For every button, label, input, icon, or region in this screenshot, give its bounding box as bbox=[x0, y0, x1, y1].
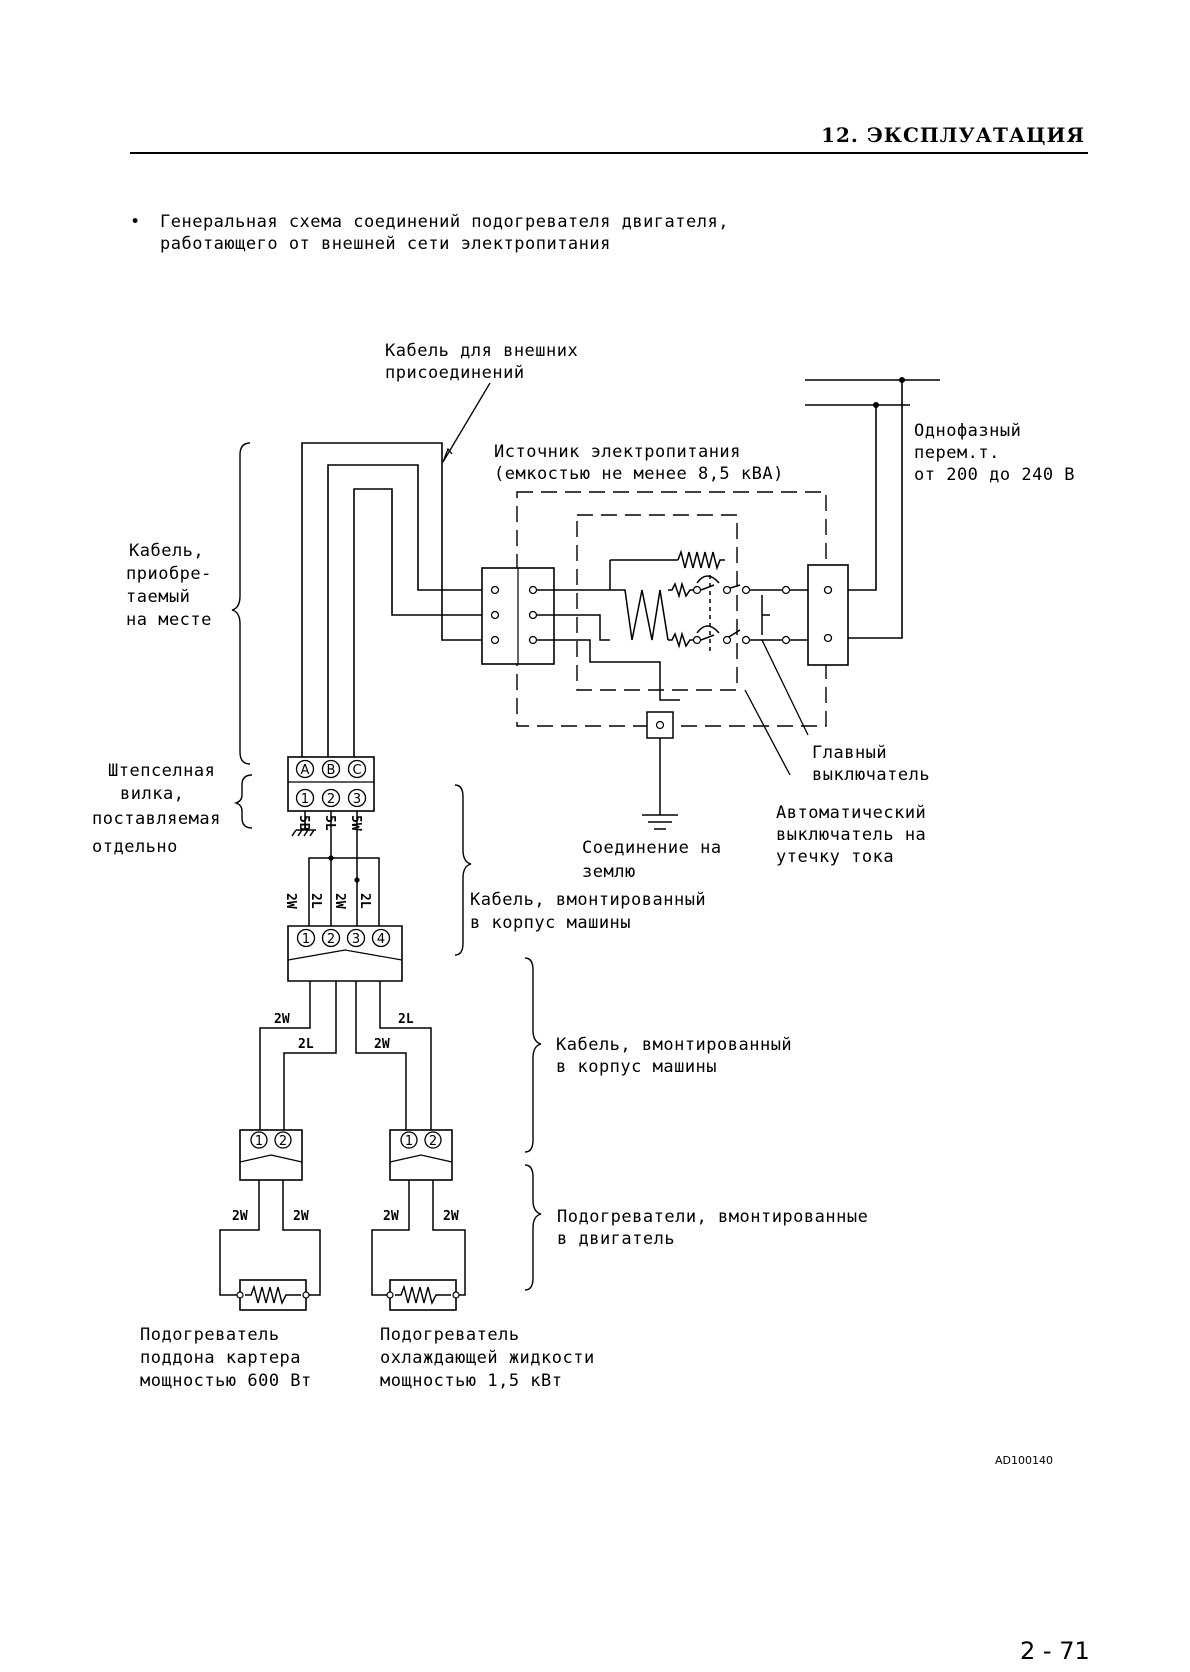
leader-lines bbox=[442, 382, 809, 776]
label-oil-heater-3: мощностью 600 Вт bbox=[140, 1371, 312, 1391]
ground-symbol bbox=[642, 738, 678, 830]
label-site-cable-1: Кабель, bbox=[129, 541, 204, 561]
branch-wire-right-top: 2L bbox=[398, 1012, 414, 1027]
page-number: 2 - 71 bbox=[1020, 1637, 1090, 1665]
c4-pin-3: 3 bbox=[352, 932, 360, 947]
label-site-cable-4: на месте bbox=[126, 610, 212, 630]
plug-wire-5b: 5B bbox=[296, 815, 311, 831]
label-breaker-1: Автоматический bbox=[776, 803, 926, 823]
label-site-cable-2: приобре- bbox=[126, 564, 212, 584]
braces bbox=[231, 442, 542, 1291]
label-single-phase-3: от 200 до 240 В bbox=[914, 465, 1075, 485]
coolant-wire-1: 2W bbox=[383, 1209, 399, 1224]
coolant-wire-2: 2W bbox=[443, 1209, 459, 1224]
intro-line-2: работающего от внешней сети электропитан… bbox=[160, 234, 611, 254]
power-source-box bbox=[516, 491, 827, 727]
plug-pin-2: 2 bbox=[327, 792, 335, 807]
c4-wire-3: 2W bbox=[332, 893, 347, 909]
label-machine-cable-b-1: Кабель, вмонтированный bbox=[556, 1035, 792, 1055]
breaker-internals bbox=[536, 549, 808, 701]
plug-wire-5w: 5W bbox=[348, 815, 363, 831]
label-plug-2: вилка, bbox=[120, 784, 184, 804]
coolant-conn-pin-1: 1 bbox=[405, 1134, 413, 1149]
label-site-cable-3: таемый bbox=[126, 587, 190, 607]
label-machine-cable-a-2: в корпус машины bbox=[470, 913, 631, 933]
intro-line-1: Генеральная схема соединений подогревате… bbox=[160, 212, 729, 232]
label-coolant-heater-1: Подогреватель bbox=[380, 1325, 520, 1345]
c4-wire-1: 2W bbox=[283, 893, 298, 909]
oil-conn-pin-1: 1 bbox=[255, 1134, 263, 1149]
branch-wire-right-inner: 2W bbox=[374, 1037, 390, 1052]
label-power-src-1: Источник электропитания bbox=[494, 442, 741, 462]
label-machine-cable-b-2: в корпус машины bbox=[556, 1057, 717, 1077]
c4-pin-1: 1 bbox=[302, 932, 310, 947]
label-machine-cable-a-1: Кабель, вмонтированный bbox=[470, 890, 706, 910]
oil-conn-pin-2: 2 bbox=[279, 1134, 287, 1149]
intro-bullet: • bbox=[130, 212, 141, 232]
plug-pin-b: B bbox=[327, 763, 336, 778]
supply-lines bbox=[805, 379, 940, 639]
plug-pin-c: C bbox=[352, 763, 361, 778]
label-single-phase-1: Однофазный bbox=[914, 421, 1021, 441]
label-ground-1: Соединение на bbox=[582, 838, 722, 858]
figure-code: AD100140 bbox=[995, 1454, 1053, 1467]
heater-wires bbox=[219, 1180, 466, 1296]
oil-wire-2: 2W bbox=[293, 1209, 309, 1224]
label-oil-heater-2: поддона картера bbox=[140, 1348, 301, 1368]
plug-pin-3: 3 bbox=[353, 792, 361, 807]
branch-wires bbox=[259, 981, 432, 1133]
plug-wires bbox=[291, 811, 358, 880]
label-ext-cable-2: присоединений bbox=[385, 363, 525, 383]
label-oil-heater-1: Подогреватель bbox=[140, 1325, 280, 1345]
label-coolant-heater-3: мощностью 1,5 кВт bbox=[380, 1371, 563, 1391]
label-plug-3: поставляемая bbox=[92, 809, 221, 829]
label-plug-4: отдельно bbox=[92, 837, 178, 857]
label-engine-heaters-1: Подогреватели, вмонтированные bbox=[557, 1207, 868, 1227]
label-main-switch-1: Главный bbox=[812, 743, 887, 763]
label-breaker-2: выключатель на bbox=[776, 825, 926, 845]
c4-pin-2: 2 bbox=[327, 932, 335, 947]
wires bbox=[301, 442, 482, 760]
label-breaker-3: утечку тока bbox=[776, 847, 894, 867]
oil-wire-1: 2W bbox=[232, 1209, 248, 1224]
branch-wire-left-inner: 2L bbox=[298, 1037, 314, 1052]
supply-terminal-block bbox=[807, 564, 849, 666]
coolant-conn-pin-2: 2 bbox=[429, 1134, 437, 1149]
label-ground-2: землю bbox=[582, 862, 636, 882]
label-engine-heaters-2: в двигатель bbox=[557, 1229, 675, 1249]
branch-wire-left-top: 2W bbox=[274, 1012, 290, 1027]
plug-pin-a: A bbox=[301, 763, 310, 778]
label-plug-1: Штепселная bbox=[108, 761, 215, 781]
c4-wire-2: 2L bbox=[308, 893, 323, 909]
label-power-src-2: (емкостью не менее 8,5 кВА) bbox=[494, 464, 784, 484]
c4-pin-4: 4 bbox=[377, 932, 385, 947]
label-coolant-heater-2: охлаждающей жидкости bbox=[380, 1348, 595, 1368]
breaker-box bbox=[576, 514, 738, 691]
plug-wire-5l: 5L bbox=[322, 815, 337, 831]
section-title: 12. ЭКСПЛУАТАЦИЯ bbox=[821, 123, 1085, 147]
plug-pin-1: 1 bbox=[301, 792, 309, 807]
label-main-switch-2: выключатель bbox=[812, 765, 930, 785]
connector4-wires bbox=[308, 857, 380, 926]
c4-wire-4: 2L bbox=[357, 893, 372, 909]
label-ext-cable-1: Кабель для внешних bbox=[385, 341, 578, 361]
label-single-phase-2: перем.т. bbox=[914, 443, 1000, 463]
